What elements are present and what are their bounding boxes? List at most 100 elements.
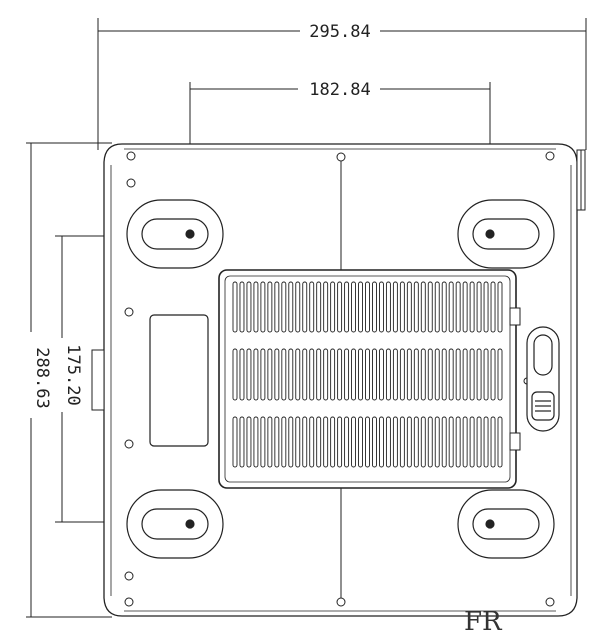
vent-slot	[344, 281, 350, 333]
vent-slot	[379, 348, 384, 401]
screw-hole-bottom-center	[336, 597, 346, 607]
vent-slot	[344, 416, 350, 468]
vent-slot	[434, 348, 440, 401]
logo-text: FR	[464, 607, 503, 637]
device-inner-edges	[110, 148, 572, 612]
vent-slot	[330, 416, 336, 468]
foot-bottom-left	[126, 489, 224, 559]
panel-latches	[509, 307, 521, 451]
vent-slot	[358, 281, 363, 333]
vent-slot	[260, 416, 266, 468]
vent-slot	[267, 416, 273, 468]
vent-slot	[476, 281, 482, 333]
vent-slot	[253, 416, 259, 468]
vent-slot	[302, 416, 308, 468]
vent-slot	[365, 416, 370, 468]
vent-slot	[427, 348, 433, 401]
foot-top-left	[126, 199, 224, 269]
vent-slot	[365, 281, 370, 333]
side-button-left	[91, 349, 105, 411]
vent-slot	[441, 348, 447, 401]
vent-slot	[232, 416, 238, 468]
vent-slot	[330, 348, 336, 401]
vent-slot	[288, 416, 294, 468]
vent-slot	[302, 348, 308, 401]
vent-slot	[288, 281, 294, 333]
vent-slot	[260, 348, 266, 401]
vent-slot	[246, 416, 252, 468]
vent-slot	[351, 281, 356, 333]
vent-slot	[323, 348, 329, 401]
vent-slot	[267, 348, 273, 401]
vent-slot	[309, 416, 315, 468]
vent-slot	[246, 348, 252, 401]
vent-slot	[427, 416, 433, 468]
vent-slot	[316, 348, 322, 401]
vent-slot	[490, 281, 496, 333]
vent-slot	[406, 281, 412, 333]
vent-slot	[316, 416, 322, 468]
vent-slot	[281, 281, 287, 333]
vent-slot	[323, 416, 329, 468]
vent-slot	[372, 348, 377, 401]
vent-slot	[483, 281, 489, 333]
vent-slot	[316, 281, 322, 333]
vent-slot	[385, 348, 391, 401]
vent-slot	[462, 281, 468, 333]
dimension-overall-width	[97, 18, 587, 150]
vent-slot	[413, 348, 419, 401]
vent-slot	[302, 281, 308, 333]
vent-slot	[399, 281, 405, 333]
vent-slot	[344, 348, 350, 401]
vent-slot	[337, 416, 343, 468]
vent-slot	[309, 281, 315, 333]
vent-slot	[267, 281, 273, 333]
vent-slot	[448, 281, 454, 333]
vent-slot	[434, 416, 440, 468]
brand-logo: FR	[464, 607, 503, 637]
label-recess	[149, 314, 209, 447]
vent-slot	[288, 348, 294, 401]
vent-slot	[420, 416, 426, 468]
vent-slot	[483, 416, 489, 468]
vent-slot	[379, 281, 384, 333]
vent-slot	[413, 281, 419, 333]
vent-slot	[385, 416, 391, 468]
vent-slot	[246, 281, 252, 333]
vent-slot	[358, 348, 363, 401]
vent-slot	[379, 416, 384, 468]
vent-slot	[295, 348, 301, 401]
vent-slot	[239, 281, 245, 333]
vent-slot	[392, 281, 398, 333]
vent-slot	[372, 281, 377, 333]
vent-slot	[392, 348, 398, 401]
vent-slot	[337, 281, 343, 333]
vent-slot	[469, 281, 475, 333]
lock-slider	[526, 326, 560, 432]
vent-slot	[330, 281, 336, 333]
vent-slot	[497, 416, 503, 468]
vent-slot	[406, 348, 412, 401]
vent-slot	[239, 348, 245, 401]
vent-slot	[476, 348, 482, 401]
vent-slot	[441, 281, 447, 333]
vent-slot	[462, 348, 468, 401]
vent-slot	[448, 348, 454, 401]
vent-slot	[232, 281, 238, 333]
foot-spacing-height-label: 175.20	[63, 344, 83, 405]
vent-slot	[441, 416, 447, 468]
vent-slot	[323, 281, 329, 333]
vent-slot	[337, 348, 343, 401]
vent-slot	[372, 416, 377, 468]
vent-panel	[218, 269, 517, 489]
vent-slot	[497, 281, 503, 333]
screw-hole-top-center	[336, 152, 346, 162]
vent-slot	[260, 281, 266, 333]
vent-slot	[385, 281, 391, 333]
vent-slot	[351, 416, 356, 468]
vent-slot	[399, 348, 405, 401]
vent-slot	[274, 281, 280, 333]
vent-slot	[420, 281, 426, 333]
foot-bottom-right	[457, 489, 555, 559]
